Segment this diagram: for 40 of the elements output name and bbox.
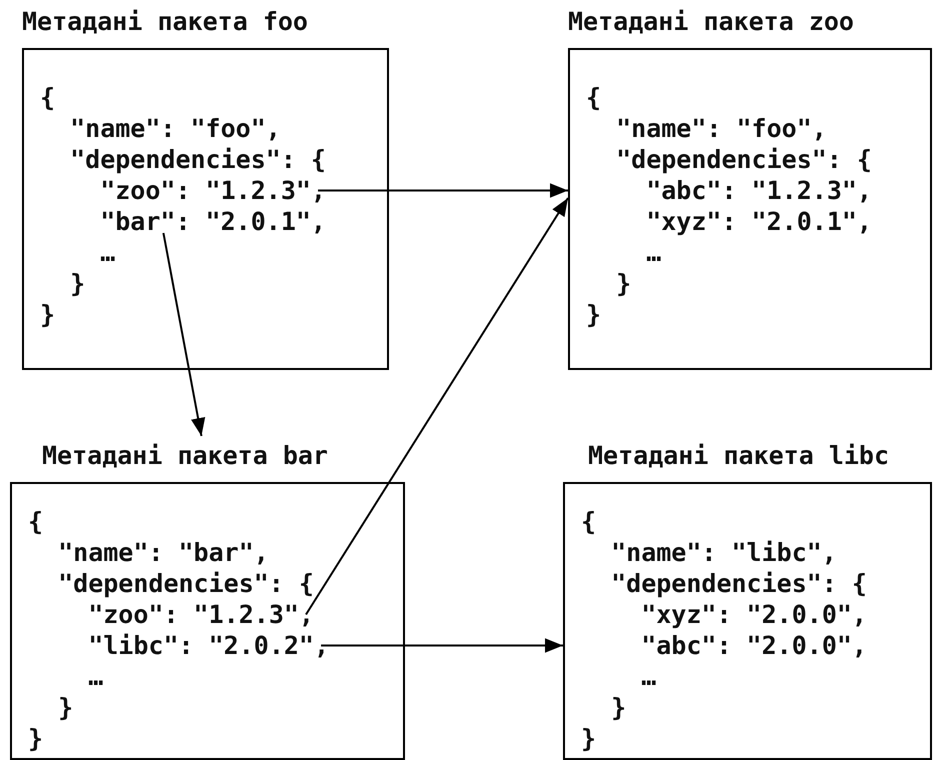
box-heading: Метадані пакета bar (42, 440, 328, 471)
code-line: } (616, 268, 632, 299)
code-line: "dependencies": { (70, 144, 326, 175)
code-line: { (581, 506, 596, 537)
dependency-line: "xyz": "2.0.1", (646, 206, 872, 237)
dependency-line: "xyz": "2.0.0", (641, 599, 867, 630)
code-line: } (28, 723, 44, 754)
code-line: "name": "foo", (616, 113, 827, 144)
dependency-line: "abc": "1.2.3", (646, 175, 872, 206)
code-line: "dependencies": { (611, 568, 867, 599)
code-line: } (581, 723, 596, 754)
box-heading: Метадані пакета foo (22, 6, 308, 37)
code-line: { (586, 82, 602, 113)
code-line: … (100, 237, 116, 268)
arrow (321, 638, 563, 653)
code-line: } (40, 299, 56, 330)
code-line: "dependencies": { (616, 144, 872, 175)
dependency-line: "libc": "2.0.2", (88, 630, 330, 661)
arrow (318, 183, 568, 198)
dependency-line: "zoo": "1.2.3", (88, 599, 314, 630)
code-line: } (586, 299, 602, 330)
code-line: … (646, 237, 662, 268)
code-line: "dependencies": { (58, 568, 314, 599)
code-line: } (611, 692, 626, 723)
code-line: } (58, 692, 74, 723)
code-line: } (70, 268, 86, 299)
dependency-line: "abc": "2.0.0", (641, 630, 867, 661)
code-line: … (641, 661, 656, 692)
code-line: … (88, 661, 104, 692)
box-heading: Метадані пакета zoo (568, 6, 854, 37)
code-line: "name": "libc", (611, 537, 837, 568)
code-line: { (28, 506, 44, 537)
code-line: { (40, 82, 56, 113)
box-heading: Метадані пакета libc (588, 440, 890, 471)
arrow (162, 232, 206, 436)
dependency-line: "zoo": "1.2.3", (100, 175, 326, 206)
code-line: "name": "foo", (70, 113, 281, 144)
arrow (305, 197, 569, 616)
dependency-line: "bar": "2.0.1", (100, 206, 326, 237)
code-line: "name": "bar", (58, 537, 269, 568)
